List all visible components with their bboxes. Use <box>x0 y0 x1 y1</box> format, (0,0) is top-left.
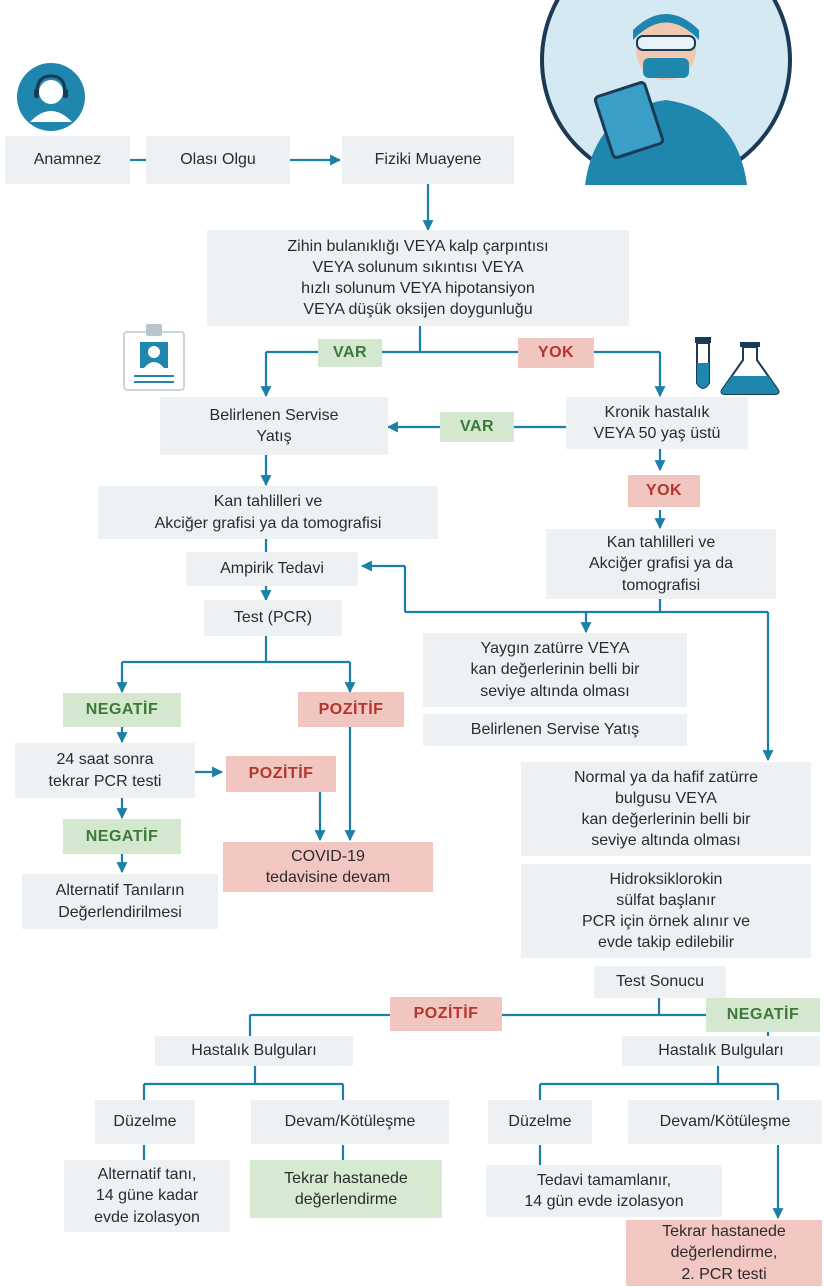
devam-kotulesme-left-box: Devam/Kötüleşme <box>251 1100 449 1144</box>
tekrar-hastane-left-box: Tekrar hastanede değerlendirme <box>250 1160 442 1218</box>
negatif-badge-1: NEGATİF <box>63 693 181 727</box>
user-headset-icon <box>17 63 85 131</box>
tedavi-tamamlanir-box: Tedavi tamamlanır, 14 gün evde izolasyon <box>486 1165 722 1217</box>
fiziki-muayene-box: Fiziki Muayene <box>342 136 514 184</box>
pozitif-badge-1: POZİTİF <box>298 692 404 727</box>
doctor-clipboard-icon <box>540 0 792 185</box>
criteria-box: Zihin bulanıklığı VEYA kalp çarpıntısı V… <box>207 230 629 326</box>
hidroksiklorokin-box: Hidroksiklorokin sülfat başlanır PCR içi… <box>521 864 811 958</box>
covid-tedavi-box: COVID-19 tedavisine devam <box>223 842 433 892</box>
hastalik-bulgulari-left-box: Hastalık Bulguları <box>155 1036 353 1066</box>
servis-yatis-box: Belirlenen Servise Yatış <box>160 397 388 455</box>
alternatif-tanilar-box: Alternatif Tanıların Değerlendirilmesi <box>22 874 218 929</box>
normal-zaturre-box: Normal ya da hafif zatürre bulgusu VEYA … <box>521 762 811 856</box>
pozitif-badge-3: POZİTİF <box>390 997 502 1031</box>
flask-icon <box>720 342 780 395</box>
kan-tahlil-left-box: Kan tahlilleri ve Akciğer grafisi ya da … <box>98 486 438 539</box>
yok-badge-2: YOK <box>628 475 700 507</box>
var-badge-2: VAR <box>440 412 514 442</box>
ampirik-tedavi-box: Ampirik Tedavi <box>186 552 358 586</box>
test-sonucu-box: Test Sonucu <box>594 966 726 998</box>
servis-yatis-2-box: Belirlenen Servise Yatış <box>423 714 687 746</box>
tekrar-hastane-right-box: Tekrar hastanede değerlendirme, 2. PCR t… <box>626 1220 822 1286</box>
kan-tahlil-right-box: Kan tahlilleri ve Akciğer grafisi ya da … <box>546 529 776 599</box>
yaygin-zaturre-box: Yaygın zatürre VEYA kan değerlerinin bel… <box>423 633 687 707</box>
test-pcr-box: Test (PCR) <box>204 600 342 636</box>
olasi-olgu-box: Olası Olgu <box>146 136 290 184</box>
alternatif-tani-box: Alternatif tanı, 14 güne kadar evde izol… <box>64 1160 230 1232</box>
hastalik-bulgulari-right-box: Hastalık Bulguları <box>622 1036 820 1066</box>
pozitif-badge-2: POZİTİF <box>226 756 336 792</box>
negatif-badge-3: NEGATİF <box>706 998 820 1032</box>
id-card-icon <box>123 324 185 391</box>
negatif-badge-2: NEGATİF <box>63 819 181 854</box>
kronik-box: Kronik hastalık VEYA 50 yaş üstü <box>566 397 748 449</box>
yok-badge-1: YOK <box>518 338 594 368</box>
test-tube-icon <box>695 337 711 389</box>
pcr-24-box: 24 saat sonra tekrar PCR testi <box>15 743 195 798</box>
devam-kotulesme-right-box: Devam/Kötüleşme <box>628 1100 822 1144</box>
duzelme-left-box: Düzelme <box>95 1100 195 1144</box>
var-badge-1: VAR <box>318 339 382 367</box>
duzelme-right-box: Düzelme <box>488 1100 592 1144</box>
anamnez-box: Anamnez <box>5 136 130 184</box>
